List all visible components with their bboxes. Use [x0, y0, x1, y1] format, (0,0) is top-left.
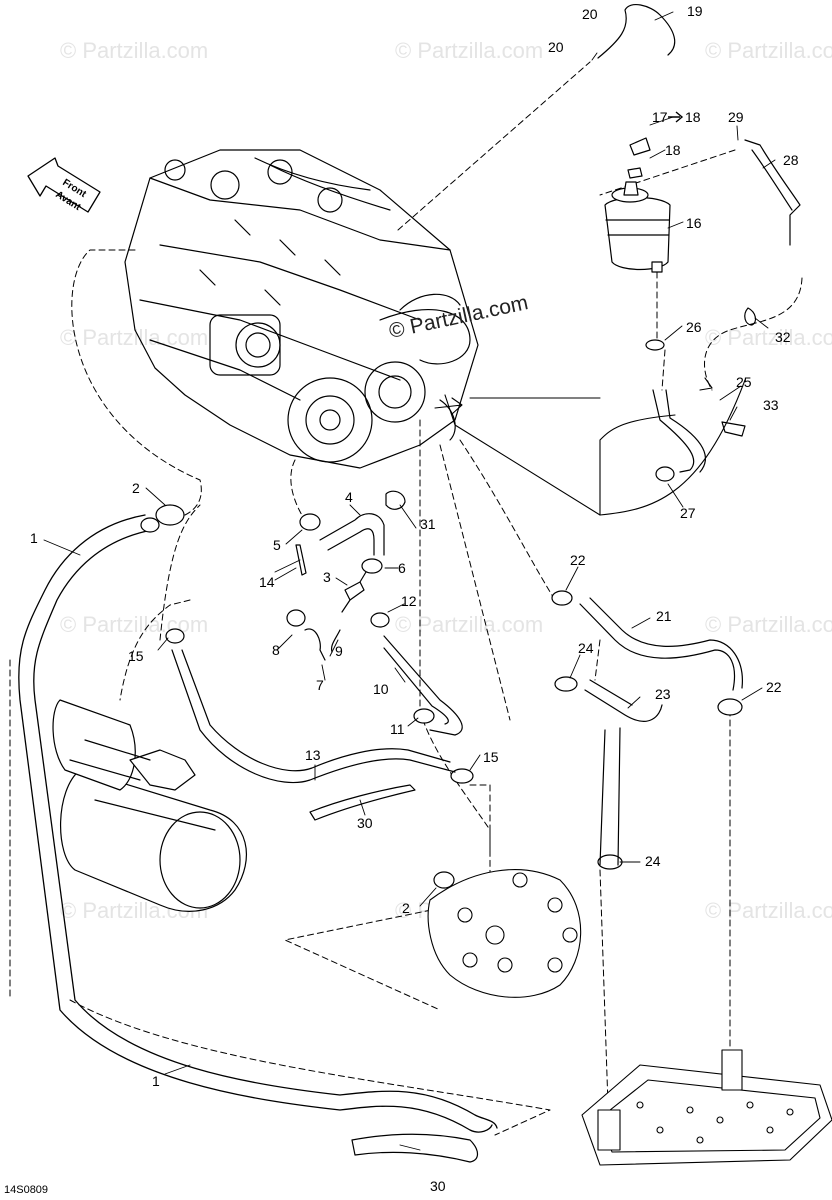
callout-2: 2: [402, 900, 410, 916]
hose-19: [597, 3, 676, 59]
callout-33: 33: [763, 397, 779, 413]
callout-11: 11: [390, 721, 405, 737]
callout-22: 22: [570, 552, 586, 568]
hose-13: [171, 649, 456, 784]
watermark: © Partzilla.com: [60, 325, 209, 350]
callout-14: 14: [259, 574, 275, 590]
callout-numbers: 1 1 2 2 3 4 5 6 7 8 9 10 11 12 13 14 15 …: [30, 3, 799, 1194]
callout-16: 16: [686, 215, 702, 231]
callout-29: 29: [728, 109, 744, 125]
hose-7: [304, 628, 341, 661]
watermark: © Partzilla.com: [705, 612, 832, 637]
callout-20: 20: [582, 6, 598, 22]
callout-1: 1: [152, 1073, 160, 1089]
hose-4: [319, 513, 385, 556]
callout-8: 8: [272, 642, 280, 658]
callout-25: 25: [736, 374, 752, 390]
callout-26: 26: [686, 319, 702, 335]
callout-3: 3: [323, 569, 331, 585]
callout-5: 5: [273, 537, 281, 553]
watermark: © Partzilla.com: [395, 38, 544, 63]
engine-block: [124, 149, 479, 469]
callout-17-18: 17: [652, 109, 668, 125]
callout-24: 24: [645, 853, 661, 869]
callout-6: 6: [398, 560, 406, 576]
front-direction-arrow: [27, 157, 101, 213]
callout-15: 15: [483, 749, 499, 765]
callout-10: 10: [373, 681, 389, 697]
hose-1: [18, 514, 493, 1133]
hose-23: [584, 679, 663, 866]
hose-30-bottom: [351, 1133, 479, 1163]
callout-32: 32: [775, 329, 791, 345]
callout-27: 27: [680, 505, 696, 521]
diagram-code: 14S0809: [4, 1184, 49, 1196]
callout-30: 30: [430, 1178, 446, 1194]
callout-31: 31: [420, 516, 436, 532]
callout-12: 12: [401, 593, 417, 609]
watermark: © Partzilla.com: [705, 325, 832, 350]
watermark: © Partzilla.com: [705, 38, 832, 63]
callout-15: 15: [128, 648, 144, 664]
coolant-reservoir: [604, 137, 671, 273]
callout-1: 1: [30, 530, 38, 546]
callout-19: 19: [687, 3, 703, 19]
flow-arrows: [434, 377, 746, 516]
callout-28: 28: [783, 152, 799, 168]
callout-22: 22: [766, 679, 782, 695]
callout-30: 30: [357, 815, 373, 831]
fitting-3: [341, 571, 367, 613]
callout-7: 7: [316, 677, 324, 693]
callout-23: 23: [655, 686, 671, 702]
callout-leaders: [43, 11, 776, 1151]
callout-9: 9: [335, 643, 343, 659]
arrow-17-to-18: [668, 111, 684, 123]
hose-30-mid: [309, 784, 416, 821]
clamp-33: [721, 421, 746, 437]
callout-18: 18: [685, 109, 701, 125]
watermark: © Partzilla.com: [705, 898, 832, 923]
connector-31: [385, 490, 406, 510]
watermark: © Partzilla.com: [60, 38, 209, 63]
callout-18: 18: [665, 142, 681, 158]
hose-21: [579, 597, 743, 691]
hull-plate: [581, 1049, 832, 1166]
pump-housing: [427, 869, 582, 998]
hose-clamps: [140, 339, 743, 889]
callout-2: 2: [132, 480, 140, 496]
part-14: [295, 544, 307, 576]
hose-25: [652, 389, 706, 473]
callout-4: 4: [345, 489, 353, 505]
callout-24: 24: [578, 640, 594, 656]
part-32: [744, 307, 757, 326]
callout-20: 20: [548, 39, 564, 55]
hose-10: [383, 635, 463, 736]
callout-21: 21: [656, 608, 672, 624]
callout-13: 13: [305, 747, 321, 763]
hose-28: [744, 139, 801, 246]
muffler: [52, 699, 248, 912]
